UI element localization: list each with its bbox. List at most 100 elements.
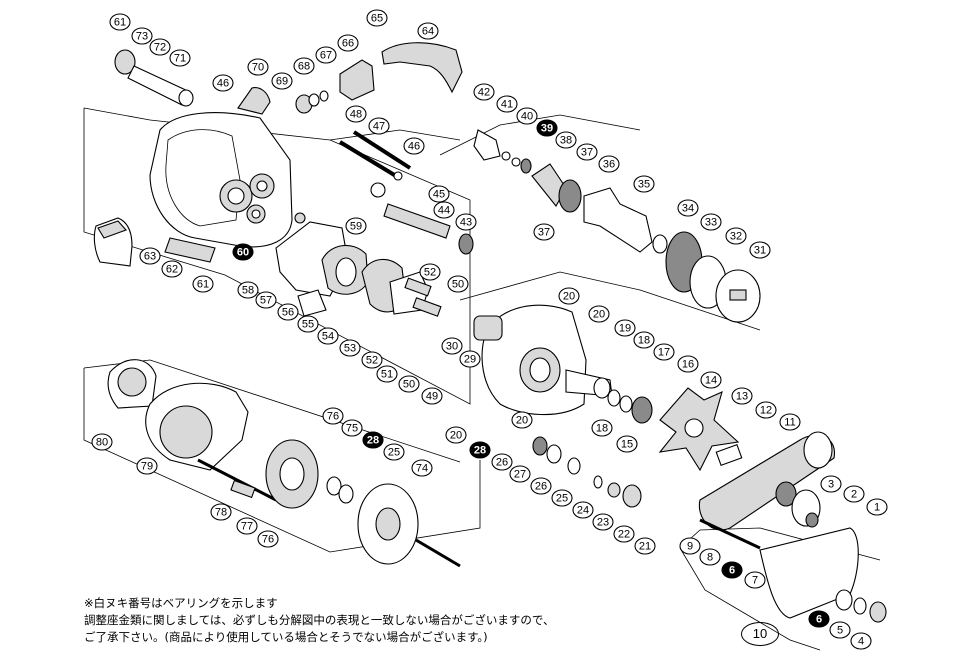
- part-label-number: 74: [416, 463, 428, 475]
- part-label-number: 52: [366, 355, 378, 367]
- part-label-70: 70: [247, 58, 269, 76]
- part-label-number: 16: [682, 359, 694, 371]
- assembly-frame-lines: [83, 107, 881, 651]
- part-label-53: 53: [339, 339, 361, 357]
- part-label-number: 75: [346, 423, 358, 435]
- part-label-number: 37: [538, 227, 550, 239]
- part-label-12: 12: [755, 401, 777, 419]
- part-label-oval: [551, 489, 573, 507]
- part-label-oval: [699, 548, 721, 566]
- part-label-number: 22: [618, 529, 630, 541]
- part-label-oval: [428, 185, 450, 203]
- part-label-number: 29: [464, 354, 476, 366]
- part-label-number: 2: [851, 489, 857, 501]
- part-label-number: 12: [760, 405, 772, 417]
- part-label-oval: [361, 351, 383, 369]
- part-label-oval: [366, 9, 388, 27]
- part-label-oval: [843, 485, 865, 503]
- part-label-number: 20: [593, 309, 605, 321]
- part-label-oval: [236, 517, 258, 535]
- part-label-oval: [136, 457, 158, 475]
- part-label-oval: [445, 426, 467, 444]
- part-label-oval: [271, 72, 293, 90]
- part-label-71: 71: [169, 49, 191, 67]
- part-label-oval: [315, 46, 337, 64]
- washer-note-line2: ご了承下さい。(商品により使用している場合とそうでない場合がございます。): [84, 630, 488, 644]
- part-label-number: 63: [144, 251, 156, 263]
- part-label-oval: [779, 413, 801, 431]
- part-label-50: 50: [398, 375, 420, 393]
- part-label-65: 65: [366, 9, 388, 27]
- part-label-number: 8: [707, 552, 713, 564]
- part-label-oval: [829, 621, 851, 639]
- part-label-13: 13: [731, 387, 753, 405]
- part-label-42: 42: [473, 83, 495, 101]
- part-label-number: 19: [619, 323, 631, 335]
- handle-side-small-parts: [532, 436, 642, 508]
- part-label-number: 77: [241, 521, 253, 533]
- part-label-oval: [139, 247, 161, 265]
- part-label-52: 52: [419, 263, 441, 281]
- part-label-oval: [591, 419, 613, 437]
- part-label-number: 25: [556, 493, 568, 505]
- part-label-number: 76: [327, 411, 339, 423]
- part-label-62: 62: [161, 260, 183, 278]
- part-label-55: 55: [297, 315, 319, 333]
- part-label-oval: [749, 241, 771, 259]
- part-label-80: 80: [91, 433, 113, 451]
- part-label-number: 18: [596, 423, 608, 435]
- part-label-oval: [516, 107, 538, 125]
- part-label-43: 43: [455, 213, 477, 231]
- part-label-56: 56: [277, 303, 299, 321]
- part-label-number: 51: [381, 369, 393, 381]
- part-label-15: 15: [616, 435, 638, 453]
- part-label-number: 21: [639, 541, 651, 553]
- part-label-oval: [496, 95, 518, 113]
- part-label-number: 55: [302, 319, 314, 331]
- part-label-oval: [866, 498, 888, 516]
- part-label-number: 68: [298, 61, 310, 73]
- part-label-number: 14: [705, 375, 717, 387]
- part-label-oval: [91, 433, 113, 451]
- part-label-19: 19: [614, 319, 636, 337]
- part-label-number: 60: [237, 247, 249, 259]
- part-label-oval: [345, 217, 367, 235]
- part-label-20: 20: [588, 305, 610, 323]
- part-label-oval: [511, 411, 533, 429]
- part-label-oval: [721, 561, 743, 579]
- part-label-oval: [368, 117, 390, 135]
- part-label-number: 20: [563, 291, 575, 303]
- part-label-51: 51: [376, 365, 398, 383]
- part-label-31: 31: [749, 241, 771, 259]
- part-label-49: 49: [421, 387, 443, 405]
- part-label-26: 26: [530, 477, 552, 495]
- part-label-74: 74: [411, 459, 433, 477]
- part-label-28: 28: [362, 431, 384, 449]
- part-label-oval: [598, 155, 620, 173]
- part-label-number: 24: [577, 505, 589, 517]
- part-label-oval: [383, 443, 405, 461]
- part-label-oval: [192, 275, 214, 293]
- part-label-26: 26: [491, 453, 513, 471]
- part-label-20: 20: [558, 287, 580, 305]
- part-label-oval: [403, 137, 425, 155]
- part-label-oval: [634, 537, 656, 555]
- part-label-46: 46: [403, 137, 425, 155]
- pinion-shaft-parts: [338, 130, 474, 255]
- part-label-61: 61: [109, 13, 131, 31]
- part-label-number: 47: [373, 121, 385, 133]
- part-label-77: 77: [236, 517, 258, 535]
- part-label-oval: [679, 537, 701, 555]
- part-label-oval: [653, 343, 675, 361]
- part-label-41: 41: [496, 95, 518, 113]
- page-number-badge: 10: [741, 622, 779, 646]
- part-label-28: 28: [469, 441, 491, 459]
- part-label-number: 70: [252, 62, 264, 74]
- part-label-34: 34: [677, 199, 699, 217]
- part-label-75: 75: [341, 419, 363, 437]
- part-label-37: 37: [533, 223, 555, 241]
- part-label-61: 61: [192, 275, 214, 293]
- part-label-number: 49: [426, 391, 438, 403]
- part-label-number: 38: [560, 135, 572, 147]
- part-label-number: 69: [276, 76, 288, 88]
